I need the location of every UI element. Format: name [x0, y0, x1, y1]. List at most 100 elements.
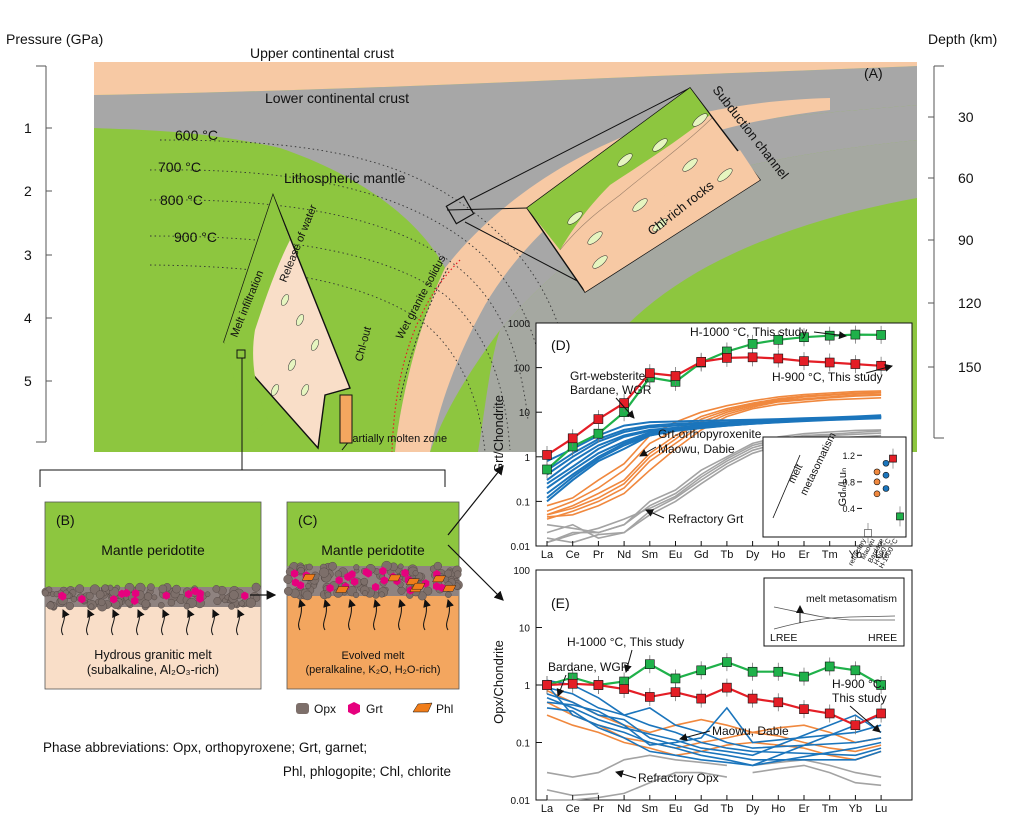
- x-tick-label: Ce: [566, 803, 580, 815]
- opx-grain: [88, 603, 95, 610]
- inset-point: [889, 454, 897, 463]
- depth-axis-title: Depth (km): [928, 31, 997, 47]
- x-tick-label: Yb: [849, 549, 862, 561]
- chl-rich-lens: [632, 198, 648, 212]
- melt-lens: [301, 384, 309, 396]
- inset-y-tick-label: 0.4: [842, 504, 855, 514]
- opx-grain: [283, 586, 293, 596]
- phl-grain: [387, 574, 402, 582]
- opx-grain: [41, 589, 49, 597]
- refractory-grt-line: [546, 432, 882, 544]
- series-point-h900: [644, 692, 655, 702]
- maowu-opx-line: [546, 701, 882, 753]
- series-point-h1000: [747, 666, 758, 677]
- opx-grain: [453, 570, 462, 579]
- chart-d-annot-maowu: Maowu, Dabie: [658, 442, 735, 456]
- inset-point: [882, 459, 890, 467]
- melt-lens: [288, 359, 296, 371]
- depth-tick-label: 60: [958, 170, 974, 186]
- opx-grain: [158, 584, 168, 594]
- x-tick-label: Tb: [720, 803, 733, 815]
- opx-grain: [151, 594, 158, 601]
- series-point-h1000: [593, 428, 604, 439]
- bracket: [39, 358, 446, 487]
- grt-swatch: [348, 702, 360, 715]
- chart-e-inset: melt metasomatism LREE HREE: [763, 577, 905, 647]
- chart-d-annot-h900: H-900 °C, This study: [772, 370, 883, 384]
- series-point-h1000: [747, 339, 758, 349]
- opx-grain: [352, 591, 360, 599]
- abbreviations-line1: Phase abbreviations: Opx, orthopyroxene;…: [43, 740, 367, 755]
- partially-molten-zone-label: Partially molten zone: [345, 433, 447, 445]
- y-tick-label: 1000: [508, 319, 531, 330]
- melt-arrow: [161, 609, 170, 636]
- chart-d-annot-bardane-1: Grt-websterite,: [570, 369, 649, 383]
- chart-d-inset-ylabel: Gdₙ/Luₙ: [837, 468, 849, 507]
- x-tick-label: Pr: [593, 803, 604, 815]
- lithospheric-mantle-label: Lithospheric mantle: [284, 170, 406, 186]
- panel-b: (B) Mantle peridotite Hydrous granitic m…: [41, 501, 262, 690]
- opx-grain: [283, 574, 293, 584]
- refractory-opx-line: [752, 764, 882, 787]
- phl-grain: [335, 586, 350, 593]
- wet-granite-solidus-line: [391, 259, 461, 453]
- x-tick-label: Pr: [593, 549, 604, 561]
- inset-point: [873, 490, 881, 498]
- x-tick-label: Gd: [694, 549, 709, 561]
- chart-e-ylabel: Opx/Chondrite: [491, 640, 506, 724]
- inset-point: [864, 529, 872, 537]
- refractory-opx-line: [546, 754, 727, 778]
- chart-d-panel-label: (D): [551, 337, 570, 353]
- x-tick-label: Sm: [642, 549, 659, 561]
- opx-grain: [397, 563, 404, 570]
- series-point-h1000: [542, 464, 552, 475]
- depth-tick-label: 120: [958, 295, 982, 311]
- bardane-opx-line: [546, 701, 882, 746]
- depth-tick-label: 150: [958, 359, 982, 375]
- chart-d-ylabel: Grt/Chondrite: [491, 395, 506, 473]
- series-point-h900: [670, 687, 681, 697]
- x-tick-label: Ho: [771, 803, 785, 815]
- x-tick-label: Ho: [771, 549, 785, 561]
- phl-grain: [442, 585, 457, 592]
- chl-rich-lens: [567, 211, 583, 225]
- melt-lens: [281, 294, 289, 306]
- upper-crust: [94, 62, 917, 95]
- series-point-h900: [799, 704, 809, 714]
- series-point-h1000: [799, 332, 809, 343]
- grt-grain: [379, 566, 387, 576]
- inset-point: [882, 471, 890, 479]
- y-tick-label: 1: [524, 681, 530, 692]
- melt-arrow: [186, 609, 195, 636]
- series-point-h900: [542, 450, 552, 460]
- series-point-h1000: [876, 680, 886, 690]
- chl-rich-lens: [652, 218, 668, 232]
- melt-lens: [296, 314, 304, 326]
- chart-e-inset-frame: [763, 577, 905, 647]
- grt-grain: [433, 582, 441, 591]
- chart-d-inset-frame: [762, 436, 907, 538]
- series-point-h1000: [850, 329, 861, 340]
- chart-d-inset: 0.40.81.2 Gdₙ/Luₙ melt metasomatism refr…: [762, 430, 907, 570]
- chart-d-annot-refractory: Refractory Grt: [668, 512, 744, 526]
- isotherm-700: 700 °C: [158, 159, 201, 175]
- panel-c-label: (C): [298, 512, 317, 528]
- series-point-h900: [644, 368, 655, 378]
- grt-grain: [78, 594, 86, 604]
- panel-a-label: (A): [864, 65, 883, 81]
- c-to-e-arrow: [447, 544, 504, 601]
- series-point-h1000: [799, 671, 809, 682]
- opx-grain: [245, 597, 256, 608]
- opx-grain: [212, 585, 221, 593]
- opx-grain: [353, 564, 360, 571]
- grt-grain: [401, 568, 409, 578]
- melt-lenses: [271, 294, 319, 396]
- panel-b-grain-layer: [41, 582, 261, 612]
- opx-grain: [433, 561, 443, 571]
- series-point-h1000: [670, 673, 681, 684]
- opx-grain: [172, 584, 181, 594]
- x-tick-label: Er: [799, 549, 810, 561]
- x-tick-label: Er: [799, 803, 810, 815]
